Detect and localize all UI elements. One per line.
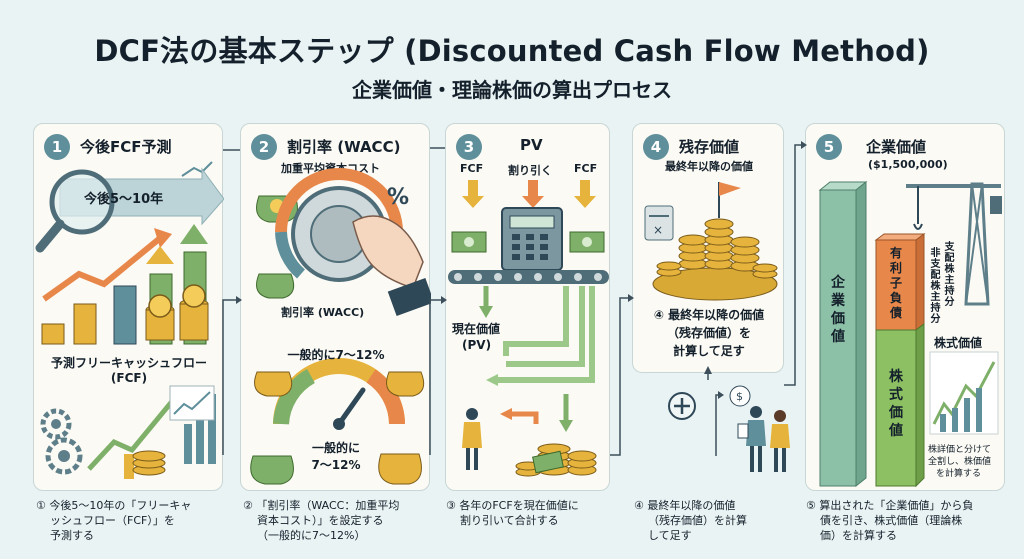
step-4-bottom-illustration: $: [652, 378, 802, 498]
step-2-caption-line-2: 資本コスト）」を設定する: [243, 513, 433, 528]
step-2-gauge-label-1: 一般的に: [241, 439, 431, 456]
step-4-caption-line-1: ④ 最終年以降の価値: [634, 498, 794, 513]
step-2-gauge-label-2: 7〜12%: [241, 456, 431, 473]
step-2-caption-line-1: ② 「割引率（WACC：加重平均: [243, 498, 433, 513]
page-title: DCF法の基本ステップ (Discounted Cash Flow Method…: [0, 28, 1024, 70]
step-3-caption-line-2: 割り引いて合計する: [446, 513, 626, 528]
step-1-caption-line-3: 予測する: [36, 528, 226, 543]
step-1-chart-label: 予測フリーキャッシュフロー: [34, 354, 224, 371]
step-2-range-label: 一般的に7〜12%: [241, 346, 431, 363]
step-3-caption: ③ 各年のFCFを現在価値に 割り引いて合計する: [446, 498, 626, 528]
page-subtitle: 企業価値・理論株価の算出プロセス: [0, 74, 1024, 103]
step-5-panel: 5 企業価値 ($1,500,000) 企業価値 有利子負債 株式価値 非支配株…: [805, 123, 1005, 491]
step-1-chart-label-2: (FCF): [34, 371, 224, 385]
step-3-pv-label-1: 現在価値: [452, 320, 500, 337]
step-5-caption-line-3: 価）を計算する: [806, 528, 1020, 543]
step-5-stock-note-3: を計算する: [936, 466, 981, 479]
step-5-equity-label: 株式価値: [888, 368, 904, 440]
step-1-caption-line-1: ① 今後5〜10年の「フリーキャ: [36, 498, 226, 513]
svg-text:×: ×: [653, 223, 663, 237]
step-2-caption: ② 「割引率（WACC：加重平均 資本コスト）」を設定する （一般的に7〜12%…: [243, 498, 433, 543]
step-1-caption-line-2: ッシュフロー（FCF）」を: [36, 513, 226, 528]
step-4-panel: 4 残存価値 最終年以降の価値 × ④ 最終年以降の価値 （残存価値）を 計算し…: [632, 123, 784, 373]
step-4-caption: ④ 最終年以降の価値 （残存価値）を計算 して足す: [634, 498, 794, 543]
step-5-debt-label: 有利子負債: [888, 246, 904, 321]
svg-text:$: $: [736, 390, 743, 403]
step-2-caption-line-3: （一般的に7〜12%）: [243, 528, 433, 543]
step-4-note-2: （残存価値）を: [633, 324, 785, 341]
step-5-caption: ⑤ 算出された「企業価値」から負 債を引き、株式価値（理論株 価）を計算する: [806, 498, 1020, 543]
step-2-dial-label: 割引率 (WACC): [281, 304, 364, 320]
step-1-illustration: [34, 124, 224, 492]
step-1-panel: 1 今後FCF予測: [33, 123, 223, 491]
step-4-caption-line-2: （残存価値）を計算: [634, 513, 794, 528]
step-4-note-3: 計算して足す: [633, 342, 785, 359]
step-5-side-label-2: 支配株主持分: [944, 242, 955, 308]
step-3-caption-line-1: ③ 各年のFCFを現在価値に: [446, 498, 626, 513]
step-5-side-label-1: 非支配株主持分: [930, 248, 941, 325]
step-5-stock-label: 株式価値: [934, 334, 982, 351]
step-5-ev-bar-label: 企業価値: [830, 274, 846, 346]
step-2-panel: 2 割引率 (WACC) 加重平均資本コスト % 割引率 (WACC) 一般的に…: [240, 123, 430, 491]
step-3-panel: 3 PV FCF 割り引く FCF: [445, 123, 610, 491]
step-5-caption-line-1: ⑤ 算出された「企業価値」から負: [806, 498, 1020, 513]
step-1-banner: 今後5〜10年: [84, 188, 163, 207]
step-3-pv-label-2: (PV): [462, 338, 491, 352]
step-4-note-1: ④ 最終年以降の価値: [633, 306, 785, 323]
svg-text:%: %: [387, 185, 409, 210]
step-4-caption-line-3: して足す: [634, 528, 794, 543]
step-3-illustration: [446, 124, 611, 492]
step-5-caption-line-2: 債を引き、株式価値（理論株: [806, 513, 1020, 528]
step-1-caption: ① 今後5〜10年の「フリーキャ ッシュフロー（FCF）」を 予測する: [36, 498, 226, 543]
